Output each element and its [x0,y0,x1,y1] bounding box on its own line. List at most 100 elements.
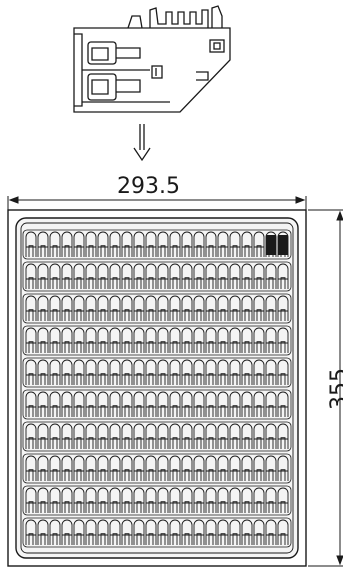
pocket [145,423,157,449]
pocket [217,359,229,385]
pocket [85,487,97,513]
pocket [193,295,205,321]
pocket [265,455,277,481]
pocket [193,487,205,513]
pocket [37,487,49,513]
pocket [229,519,241,545]
pocket [193,231,205,257]
pocket [205,263,217,289]
pocket [109,487,121,513]
pocket [217,295,229,321]
pocket [217,455,229,481]
pocket [85,263,97,289]
pocket [193,359,205,385]
pocket [157,487,169,513]
pocket-grid [22,229,292,548]
pocket [193,263,205,289]
pocket [181,231,193,257]
pocket [61,231,73,257]
pocket [25,455,37,481]
pocket [253,423,265,449]
tray-pocket-area [20,222,294,554]
pocket [265,263,277,289]
pocket [253,519,265,545]
pocket [121,423,133,449]
marker-pocket [278,235,288,255]
pocket [229,295,241,321]
pocket [205,359,217,385]
pocket-row [22,517,292,548]
pocket [133,263,145,289]
pocket [181,455,193,481]
pocket [241,263,253,289]
pocket [49,263,61,289]
pocket [205,423,217,449]
pocket [217,391,229,417]
pocket [97,327,109,353]
pocket [49,487,61,513]
pocket [193,327,205,353]
pocket [181,295,193,321]
pocket [85,519,97,545]
marker-pocket [266,235,276,255]
pocket-row [22,293,292,324]
pocket [25,359,37,385]
pocket [97,295,109,321]
pocket [229,423,241,449]
pocket [229,231,241,257]
pocket [157,359,169,385]
pocket-row [22,325,292,356]
pocket [265,519,277,545]
pocket [145,295,157,321]
pocket [121,231,133,257]
pocket [229,359,241,385]
pocket [205,231,217,257]
pocket [61,359,73,385]
pocket [109,455,121,481]
pocket [133,519,145,545]
pocket [25,487,37,513]
pocket [217,231,229,257]
pocket [229,327,241,353]
pocket [205,455,217,481]
pocket [121,487,133,513]
pocket [277,519,289,545]
pocket-row [22,357,292,388]
pocket [229,391,241,417]
pocket [25,391,37,417]
pocket [49,327,61,353]
pocket [241,455,253,481]
pocket-row [22,389,292,420]
pocket [241,327,253,353]
pocket [229,487,241,513]
pocket [169,263,181,289]
pocket [169,487,181,513]
pocket [145,391,157,417]
pocket [85,295,97,321]
pocket-row [22,421,292,452]
pocket [49,423,61,449]
pocket-row [22,261,292,292]
pocket [49,231,61,257]
pocket [157,519,169,545]
pocket [181,327,193,353]
pocket [49,359,61,385]
pocket [73,231,85,257]
pocket [37,455,49,481]
pocket [217,519,229,545]
pocket [109,391,121,417]
pocket [229,455,241,481]
pocket [73,519,85,545]
pocket [109,519,121,545]
pocket [97,231,109,257]
tray [7,209,307,567]
pocket [121,455,133,481]
pocket [61,327,73,353]
pocket [85,359,97,385]
pocket [277,327,289,353]
pocket [241,359,253,385]
pocket [241,295,253,321]
pocket [253,231,265,257]
pocket [265,423,277,449]
